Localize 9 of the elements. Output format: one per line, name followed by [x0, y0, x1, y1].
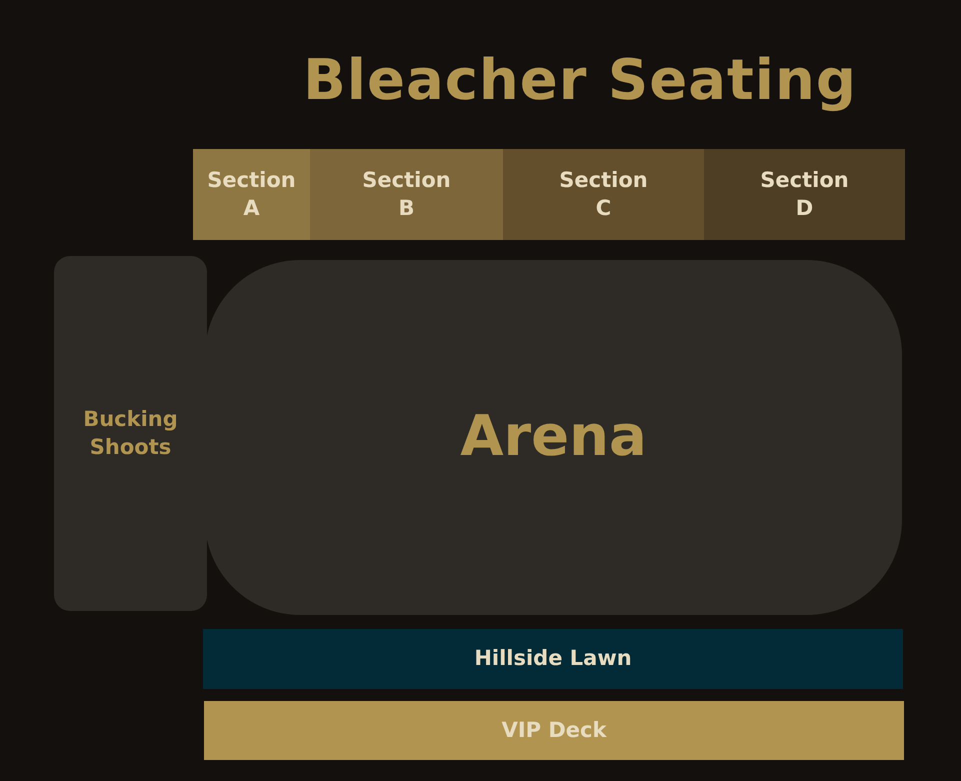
lawn-seating-area: Hillside Lawn: [203, 629, 903, 689]
bucking-chutes-area: Bucking Shoots: [54, 256, 207, 611]
title: Bleacher Seating: [302, 48, 858, 113]
arena-area: Arena: [205, 260, 902, 615]
seating-section: Section B: [310, 149, 503, 240]
seating-section: Section D: [704, 149, 905, 240]
seating-section: Section C: [503, 149, 704, 240]
vip-deck-area: VIP Deck: [204, 701, 904, 760]
seating-section: Section A: [193, 149, 310, 240]
